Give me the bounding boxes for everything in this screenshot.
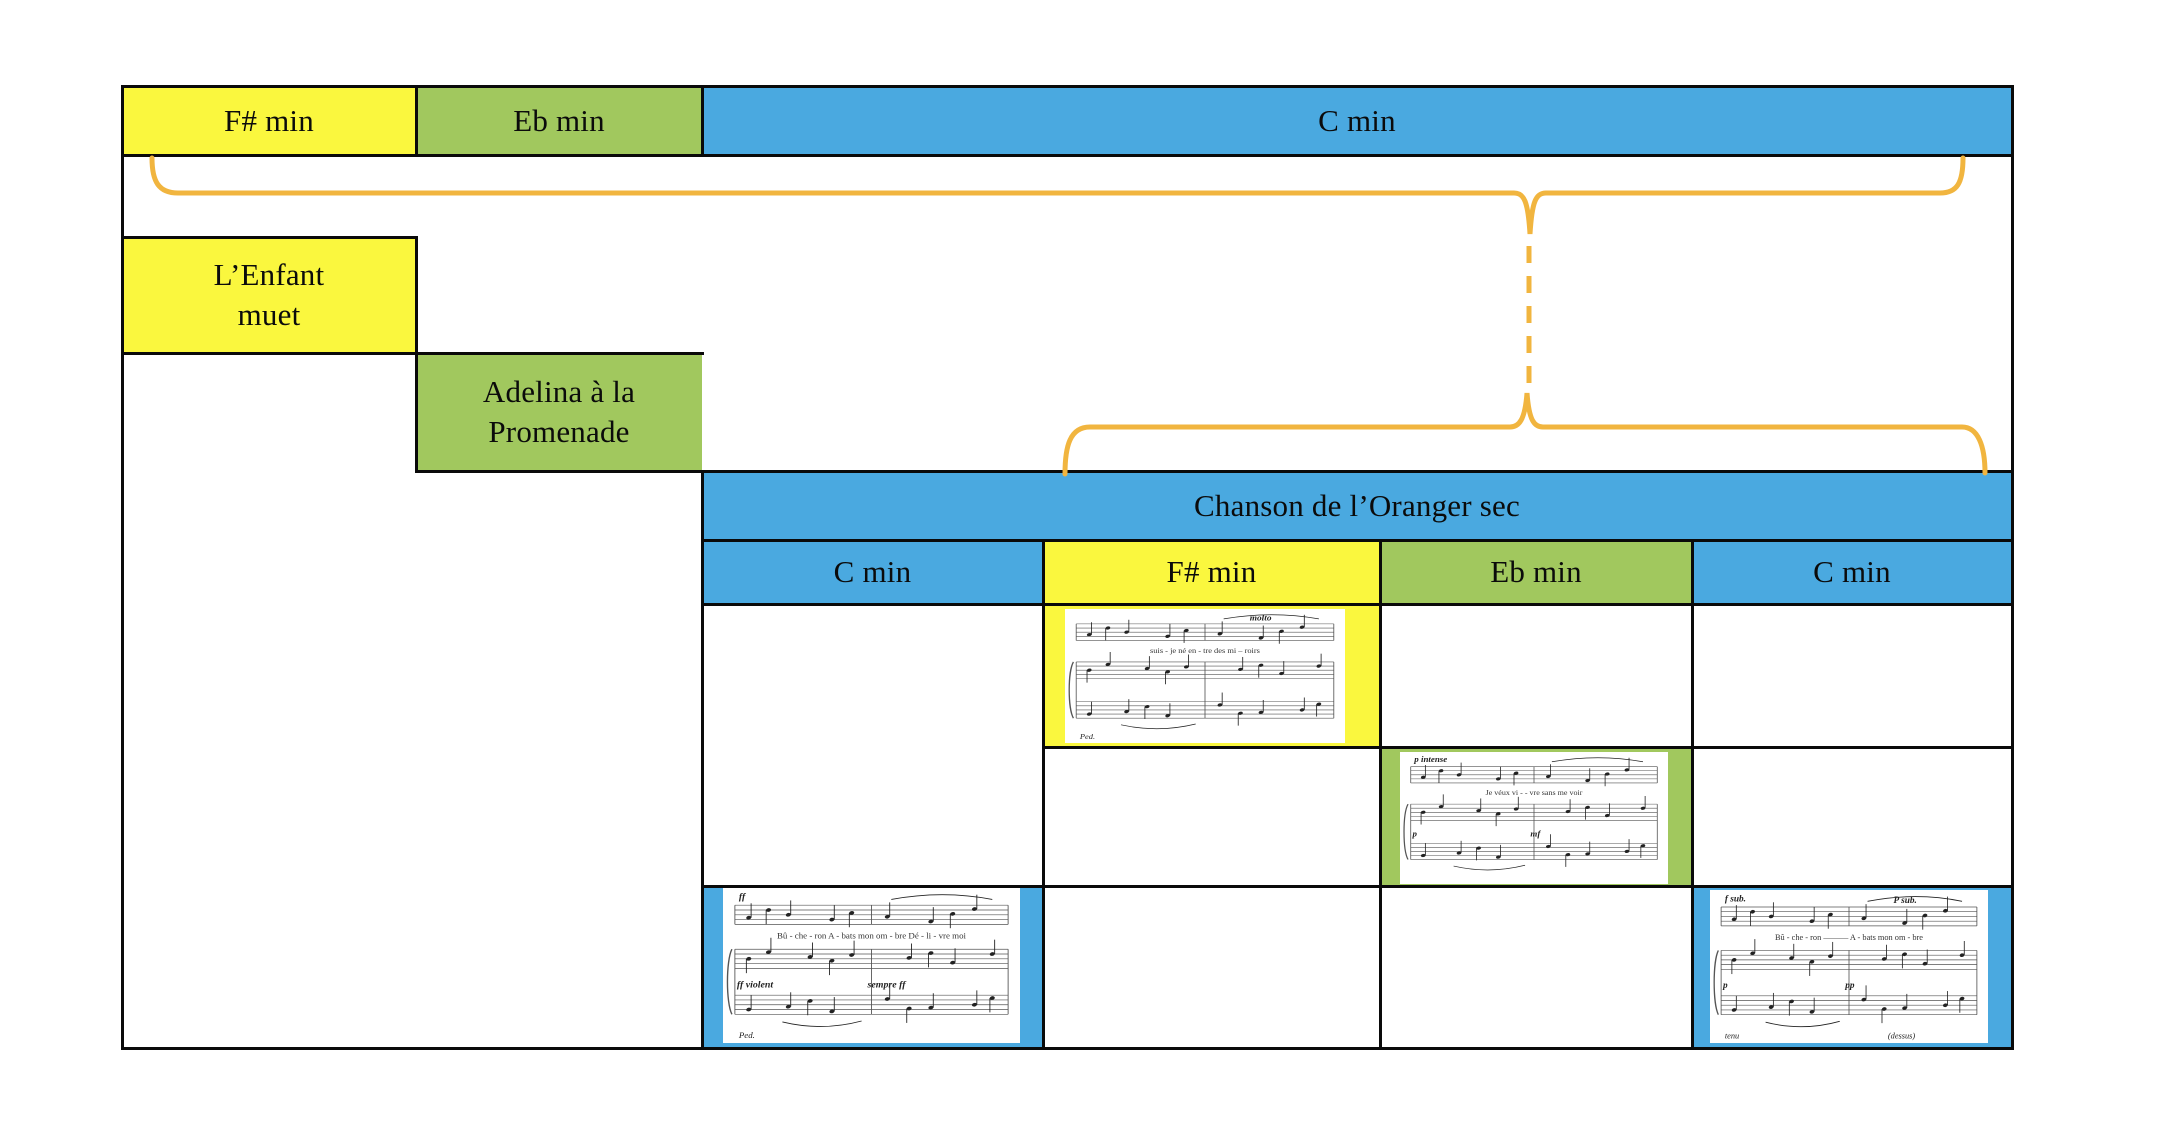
- table-border-top: [120, 84, 2014, 88]
- score-snippet-eb: Je véux vi - - vre sans me voir p intense…: [1400, 752, 1668, 884]
- svg-text:p: p: [1411, 829, 1417, 839]
- song-label-enfant-muet: L’Enfant muet: [122, 237, 416, 353]
- chanson-header: [702, 471, 2012, 540]
- col-divider-2: [1378, 538, 1382, 1050]
- song-label-line2: muet: [237, 297, 301, 332]
- svg-text:Ped.: Ped.: [1079, 732, 1095, 740]
- score-snippet-cmin-left: Bû - che - ron A - bats mon om - bre Dé …: [723, 888, 1020, 1043]
- subheader-label-fsharp: F# min: [1166, 554, 1257, 590]
- chanson-title: Chanson de l’Oranger sec: [1194, 487, 1520, 523]
- bottom-brace: [1062, 392, 1988, 477]
- score-snippet-fsharp: suis - je né en - tre des mi – roirs molt…: [1065, 609, 1345, 743]
- song-box-adelina: [416, 353, 702, 471]
- table-border-bottom: [120, 1046, 2014, 1050]
- header-divider-1: [414, 84, 418, 157]
- svg-text:Je véux vi - - vre sans: Je véux vi - - vre sans me voir: [1486, 789, 1583, 798]
- svg-text:(dessus): (dessus): [1888, 1030, 1915, 1040]
- svg-text:P sub.: P sub.: [1893, 896, 1916, 906]
- svg-text:molto: molto: [1250, 613, 1272, 622]
- subheader-bottom-line: [700, 602, 2014, 606]
- subheader-cell-cmin-2: [1692, 540, 2012, 604]
- svg-text:tenu: tenu: [1725, 1030, 1739, 1040]
- enfant-top-line: [120, 235, 418, 239]
- header-label-cmin: C min: [1318, 102, 1396, 138]
- header-bottom-line: [120, 153, 2014, 157]
- song-label-adelina: Adelina à la Promenade: [416, 353, 702, 471]
- stair-divider: [414, 235, 418, 473]
- svg-text:f sub.: f sub.: [1725, 894, 1746, 904]
- song-box-enfant-muet: [122, 237, 416, 353]
- col-divider-3: [1690, 538, 1694, 1050]
- col-divider-1: [1041, 538, 1045, 1050]
- song-label-line2: Promenade: [488, 414, 630, 449]
- header-divider-2: [700, 84, 704, 157]
- subheader-label-eb: Eb min: [1490, 554, 1582, 590]
- svg-text:Bû - che - ron A - bats: Bû - che - ron A - bats mon om - bre Dé …: [777, 931, 967, 941]
- table-border-right: [2010, 84, 2014, 1050]
- row-b-bottom-line: [700, 884, 2014, 888]
- svg-text:ff: ff: [739, 892, 747, 903]
- subheader-label-cmin-2: C min: [1813, 554, 1891, 590]
- svg-text:pp: pp: [1844, 981, 1855, 991]
- svg-text:suis - je né en - tre d: suis - je né en - tre des mi – roirs: [1150, 646, 1260, 654]
- header-cell-cmin: [702, 86, 2012, 155]
- header-cell-eb: [416, 86, 702, 155]
- header-cell-fsharp: [122, 86, 416, 155]
- table-border-left: [120, 84, 124, 1050]
- score-snippet-cmin-right: Bû - che - ron ——— A - bats mon om - bre…: [1710, 890, 1988, 1043]
- row-a-bottom-line: [1041, 745, 2014, 749]
- svg-text:sempre ff: sempre ff: [867, 980, 908, 991]
- svg-text:Ped.: Ped.: [738, 1030, 755, 1040]
- subheader-cell-fsharp: [1043, 540, 1380, 604]
- song-label-line1: L’Enfant: [213, 257, 325, 293]
- subheader-label-cmin-1: C min: [833, 554, 912, 590]
- song-label-line1: Adelina à la: [482, 374, 636, 410]
- chanson-bottom-line: [700, 538, 2014, 542]
- header-label-fsharp: F# min: [224, 102, 314, 138]
- svg-text:mf: mf: [1530, 829, 1541, 839]
- top-brace: [149, 155, 1966, 235]
- subheader-cell-eb: [1380, 540, 1692, 604]
- content-left-divider: [700, 469, 704, 1050]
- header-label-eb: Eb min: [513, 102, 605, 138]
- subheader-cell-cmin-1: [702, 540, 1043, 604]
- enfant-bottom-line: [120, 351, 704, 355]
- svg-text:Bû - che - ron ——— A -: Bû - che - ron ——— A - bats mon om - bre: [1775, 932, 1923, 942]
- svg-text:ff violent: ff violent: [737, 980, 774, 991]
- svg-text:p: p: [1722, 981, 1728, 991]
- svg-text:p intense: p intense: [1413, 754, 1447, 764]
